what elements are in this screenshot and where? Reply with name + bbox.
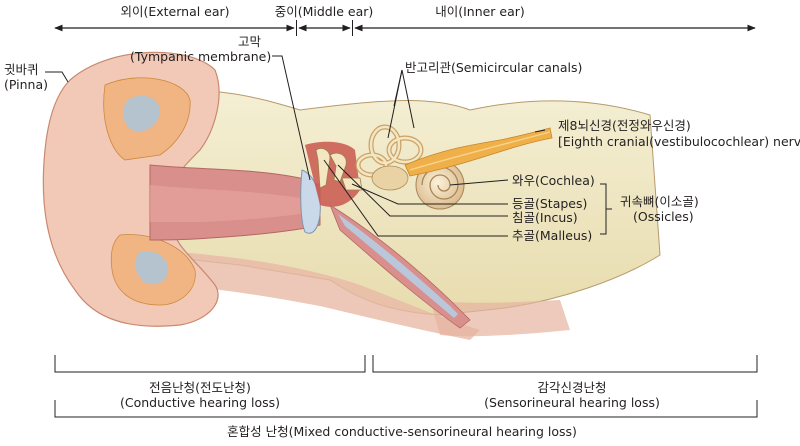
stapes-label: 등골(Stapes)	[512, 196, 588, 211]
semicircular-leader-b	[387, 69, 403, 139]
semicircular-label: 반고리관(Semicircular canals)	[405, 60, 583, 75]
lower-tissue	[150, 250, 480, 340]
conductive-bracket	[54, 355, 366, 373]
mixed-bracket	[54, 400, 758, 418]
ossicles-label-en: (Ossicles)	[633, 209, 694, 224]
sensorineural-label-ko: 감각신경난청	[537, 380, 607, 395]
incus-bone	[329, 152, 347, 183]
malleus-label: 추골(Malleus)	[512, 228, 593, 243]
tympanic-label-ko: 고막	[238, 34, 262, 49]
stapes-leader	[351, 183, 508, 205]
jaw-skin	[430, 300, 570, 337]
vestibule	[371, 165, 409, 191]
ossicles-label-ko: 귀속뼈(이소골)	[620, 194, 699, 209]
leader-lines	[45, 55, 546, 237]
pinna-leader	[45, 71, 69, 83]
concha-pocket-upper	[123, 95, 160, 132]
malleus-leader	[323, 159, 508, 237]
ossicles-group	[315, 148, 363, 191]
section-arrows	[54, 20, 756, 36]
semicircular-leader-c	[401, 69, 415, 129]
eustachian-tube-lumen	[338, 214, 458, 318]
sensorineural-bracket	[372, 355, 758, 373]
cochlea-label: 와우(Cochlea)	[512, 173, 595, 188]
inner-ear-label: 내이(Inner ear)	[435, 4, 525, 19]
tympanic-leader	[272, 55, 311, 181]
nerve-label-line2: [Eighth cranial(vestibulocochlear) nerve…	[558, 134, 800, 149]
incus-label: 침골(Incus)	[512, 210, 578, 225]
nerve-label-line1: 제8뇌신경(전정와우신경)	[558, 118, 691, 133]
ear-canal-inner	[150, 185, 312, 222]
concha-pocket-lower	[135, 251, 169, 285]
pinna-label-en: (Pinna)	[4, 77, 48, 92]
middle-ear-label: 중이(Middle ear)	[274, 4, 374, 19]
cochlea-leader	[449, 179, 509, 186]
incus-leader	[337, 164, 508, 217]
outer-ear-label: 외이(External ear)	[120, 4, 230, 19]
pinna-label-ko: 귓바퀴	[4, 62, 39, 77]
malleus-bone	[315, 148, 331, 189]
nerve-shape	[404, 127, 553, 177]
nerve-leader	[534, 129, 546, 133]
sensorineural-label-en: (Sensorineural hearing loss)	[484, 395, 660, 410]
tympanic-label-en: (Tympanic membrane)	[130, 49, 272, 64]
conductive-label-en: (Conductive hearing loss)	[119, 395, 281, 410]
hearing-loss-brackets	[54, 355, 758, 418]
mixed-label: 혼합성 난청(Mixed conductive-sensorineural he…	[227, 424, 577, 439]
conductive-label-ko: 전음난청(전도난청)	[149, 380, 251, 395]
semicircular-canals-highlight	[356, 125, 423, 177]
ossicles-bracket	[600, 183, 612, 235]
